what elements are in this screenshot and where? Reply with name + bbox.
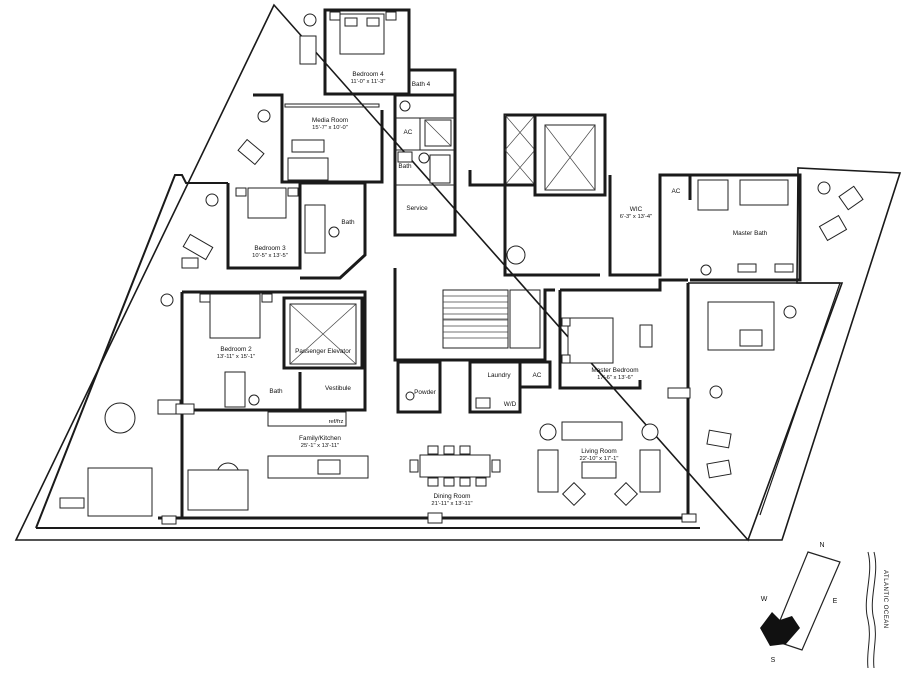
- master-bedroom-block: [558, 278, 797, 479]
- shoreline-icon: [865, 551, 871, 669]
- plant-icon: [257, 109, 271, 123]
- bedroom2-label: Bedroom 2: [220, 346, 252, 353]
- sectional-sofa-icon: [87, 467, 153, 517]
- plant-icon: [783, 305, 797, 319]
- bath2-label: Bath: [269, 388, 283, 395]
- dining-furniture: [409, 445, 501, 487]
- stair-block: [393, 268, 555, 362]
- family-kitchen-dims: 25'-1" x 13'-11": [301, 443, 339, 449]
- family-kitchen-label: Family/Kitchen: [299, 435, 341, 442]
- bed-icon: [209, 293, 261, 339]
- plant-icon: [160, 293, 174, 307]
- bedroom3-block: [181, 181, 367, 280]
- site-key: N E S W ATLANTIC OCEAN: [760, 542, 888, 669]
- plant-icon: [205, 193, 219, 207]
- living-room-dims: 22'-10" x 17'-1": [580, 456, 619, 462]
- plant-icon: [817, 181, 831, 195]
- core-block: [468, 113, 607, 277]
- bedroom2-dims: 13'-11" x 15'-1": [217, 354, 255, 360]
- dining-room-label: Dining Room: [434, 493, 471, 500]
- dining-room-dims: 21'-11" x 13'-11": [431, 501, 472, 507]
- master-bath-label: Master Bath: [733, 230, 768, 237]
- facade-columns: [161, 387, 697, 525]
- bed-icon: [567, 317, 614, 364]
- wic-dims: 6'-3" x 13'-4": [620, 214, 652, 220]
- utility-row: [396, 360, 552, 414]
- sofa-icon: [561, 421, 623, 441]
- bath3-label: Bath: [341, 219, 355, 226]
- ocean-label: ATLANTIC OCEAN: [882, 570, 888, 629]
- compass-east: E: [833, 598, 838, 605]
- vestibule-label: Vestibule: [325, 385, 351, 392]
- ac-master-label: AC: [672, 188, 681, 195]
- family-kitchen-furniture: [59, 399, 369, 517]
- master-suite-top: [608, 173, 864, 282]
- bathtub-icon: [739, 179, 789, 206]
- bedroom4-dims: 11'-0" x 11'-3": [351, 79, 386, 85]
- refriz-label: ref/frz: [329, 419, 344, 425]
- compass-south: S: [771, 657, 776, 664]
- room-labels: Bedroom 4 11'-0" x 11'-3" Bath 4 Media R…: [217, 71, 768, 507]
- bedroom2-block: [160, 290, 367, 412]
- living-furniture: [537, 421, 661, 507]
- compass-west: W: [761, 596, 768, 603]
- wd-label: W/D: [504, 401, 517, 408]
- media-room-dims: 15'-7" x 10'-0": [312, 125, 348, 131]
- round-table-icon: [104, 402, 136, 434]
- plant-icon: [303, 13, 317, 27]
- bed-icon: [247, 187, 287, 219]
- dining-table-icon: [419, 454, 491, 478]
- ac-service-label: AC: [404, 129, 413, 136]
- bedroom3-dims: 10'-5" x 13'-5": [252, 253, 288, 259]
- bath-service-label: Bath: [398, 163, 412, 170]
- plant-icon: [709, 385, 723, 399]
- media-room-block: [237, 93, 384, 184]
- master-bedroom-label: Master Bedroom: [591, 367, 638, 374]
- bedroom3-label: Bedroom 3: [254, 245, 286, 252]
- master-bedroom-dims: 17'-6" x 13'-6": [597, 375, 633, 381]
- elevator-label: Passenger Elevator: [295, 348, 352, 355]
- bedroom4-label: Bedroom 4: [352, 71, 384, 78]
- powder-label: Powder: [414, 389, 437, 396]
- compass-north: N: [819, 542, 824, 549]
- bath4-label: Bath 4: [412, 81, 431, 88]
- service-label: Service: [406, 205, 428, 212]
- living-room-label: Living Room: [581, 448, 617, 455]
- terrace-boundary: [14, 3, 902, 542]
- wic-label: WIC: [630, 206, 643, 213]
- laundry-label: Laundry: [487, 372, 511, 379]
- media-room-label: Media Room: [312, 117, 348, 124]
- service-block: [393, 93, 457, 237]
- l-sofa-icon: [187, 469, 249, 511]
- ac-laundry-label: AC: [533, 372, 542, 379]
- building-footprint-icon: [760, 612, 800, 646]
- sofa-icon: [287, 157, 329, 181]
